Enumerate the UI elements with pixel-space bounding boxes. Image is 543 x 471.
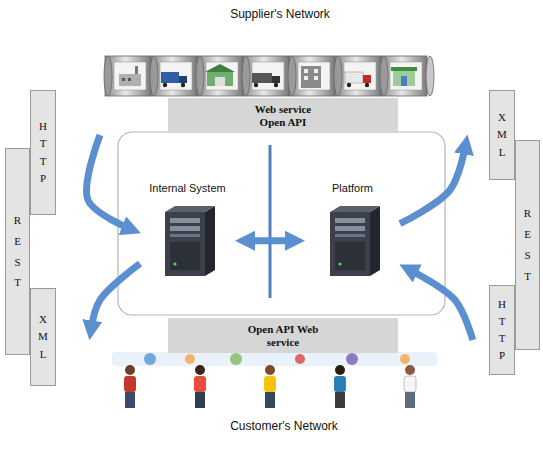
- node-label: XML: [497, 109, 508, 160]
- flow-arrow: [400, 144, 466, 223]
- node-label: Web service Open API: [244, 103, 322, 128]
- node-label: Platform: [332, 182, 373, 194]
- node-label: Supplier's Network: [230, 7, 330, 21]
- node-label: Open API Web service: [244, 323, 322, 348]
- protocol-tag: XML: [30, 288, 56, 386]
- protocol-tag: HTTP: [30, 90, 56, 215]
- protocol-tag: REST: [5, 148, 30, 355]
- cloud-outline: [45, 340, 523, 471]
- flow-arrow: [91, 264, 140, 331]
- node-label: XML: [38, 311, 49, 362]
- flow-arrow: [245, 237, 295, 244]
- protocol-tag: XML: [489, 90, 515, 180]
- api-band: Web service Open API: [168, 98, 398, 133]
- api-band: Open API Web service: [168, 318, 398, 353]
- node-label: HTTP: [497, 296, 508, 364]
- protocol-tag: REST: [515, 140, 540, 350]
- protocol-tag: HTTP: [489, 285, 515, 375]
- node-label: Customer's Network: [230, 419, 338, 433]
- network-cloud: Customer's Network: [45, 340, 523, 471]
- flow-arrow: [408, 269, 472, 340]
- node-label: REST: [12, 210, 23, 294]
- flow-arrow: [87, 135, 132, 229]
- system-node: Internal System: [140, 178, 235, 292]
- node-label: REST: [522, 203, 533, 287]
- node-label: HTTP: [38, 118, 49, 186]
- system-node: Platform: [305, 178, 400, 292]
- node-label: Internal System: [149, 182, 225, 194]
